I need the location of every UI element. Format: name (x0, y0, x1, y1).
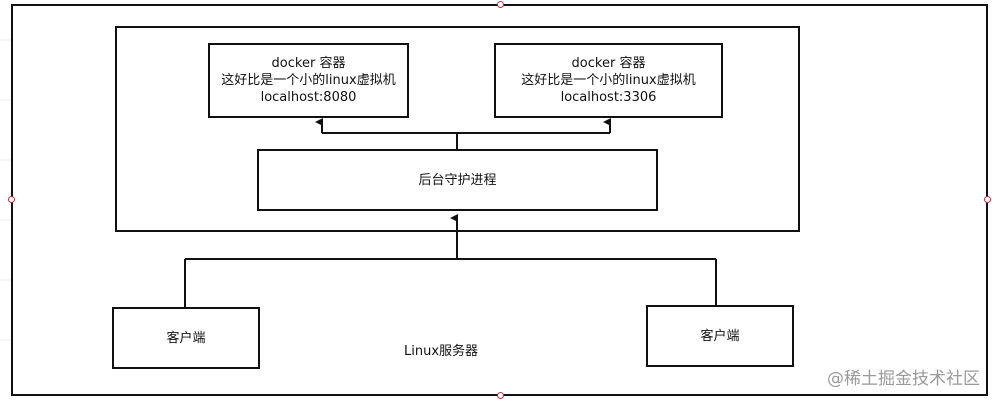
client-left-label: 客户端 (166, 330, 206, 346)
container-left-title: docker 容器 (271, 56, 346, 71)
linux-server-label: Linux服务器 (404, 344, 479, 359)
watermark: @稀土掘金技术社区 (827, 369, 980, 389)
client-right-box[interactable]: 客户端 (646, 305, 794, 367)
docker-container-right[interactable]: docker 容器 这好比是一个小的linux虚拟机 localhost:330… (494, 43, 723, 118)
daemon-process-box[interactable]: 后台守护进程 (257, 149, 658, 211)
container-right-title: docker 容器 (571, 56, 646, 71)
resize-handle-bottom[interactable] (497, 392, 504, 399)
container-left-desc: 这好比是一个小的linux虚拟机 (221, 73, 396, 88)
container-right-desc: 这好比是一个小的linux虚拟机 (521, 73, 696, 88)
client-right-label: 客户端 (700, 328, 740, 344)
resize-handle-right[interactable] (984, 196, 991, 203)
daemon-label: 后台守护进程 (418, 172, 497, 188)
container-right-host: localhost:3306 (560, 90, 657, 105)
container-left-host: localhost:8080 (260, 90, 357, 105)
resize-handle-top[interactable] (497, 1, 504, 8)
client-left-box[interactable]: 客户端 (112, 307, 260, 369)
docker-container-left[interactable]: docker 容器 这好比是一个小的linux虚拟机 localhost:808… (208, 43, 409, 118)
resize-handle-left[interactable] (8, 196, 15, 203)
